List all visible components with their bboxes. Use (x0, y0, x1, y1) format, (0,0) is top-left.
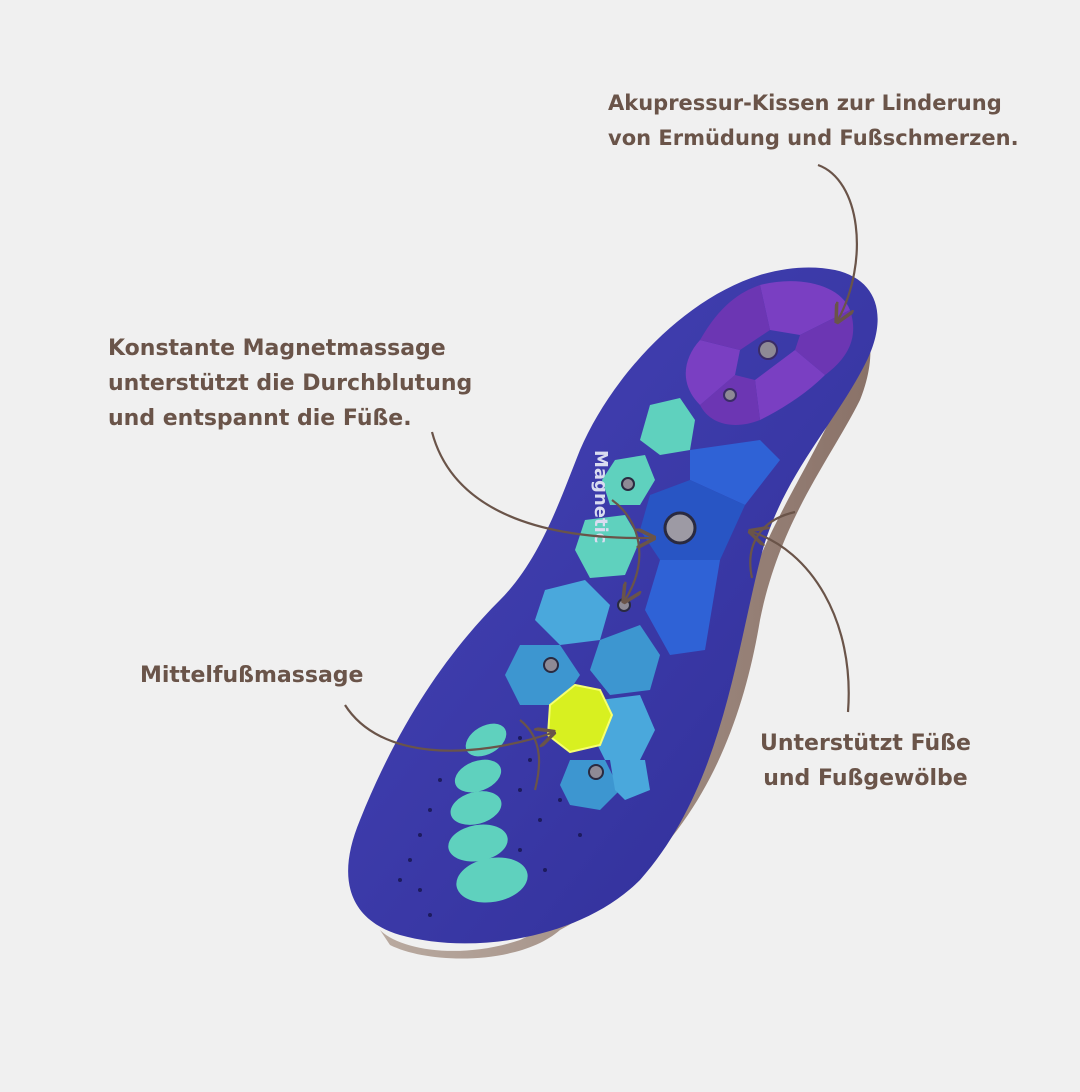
callout-midfoot-line1: Mittelfußmassage (140, 663, 364, 688)
arrow-arch-2 (749, 510, 796, 579)
toe-teal-pads (448, 723, 528, 903)
arrow-magnet-2 (611, 499, 639, 600)
callout-acupressure-line2: von Ermüdung und Fußschmerzen. (608, 126, 1019, 150)
side-teal-pads (575, 398, 695, 578)
callout-acupressure-line1: Akupressur-Kissen zur Linderung (608, 91, 1002, 115)
callout-arch-support: Unterstützt Füße und Fußgewölbe (760, 726, 971, 796)
callout-arch-line1: Unterstützt Füße (760, 731, 971, 756)
callout-midfoot-massage: Mittelfußmassage (140, 658, 363, 693)
callout-acupressure: Akupressur-Kissen zur Linderung von Ermü… (608, 86, 1019, 156)
insole-brand-text: Magnetic (590, 450, 611, 543)
arrow-acupressure (817, 163, 858, 320)
arrow-arch-1 (752, 532, 850, 713)
heel-acupressure-pads (685, 281, 854, 425)
callout-magnet-massage: Konstante Magnetmassage unterstützt die … (108, 331, 472, 436)
arrow-midfoot-2 (519, 719, 541, 791)
ventilation-holes (398, 736, 582, 917)
arch-magnet-pads (640, 440, 780, 655)
callout-magnet-line1: Konstante Magnetmassage (108, 336, 446, 361)
arrow-midfoot (344, 704, 552, 752)
callout-magnet-line3: und entspannt die Füße. (108, 406, 412, 431)
arrow-magnet-1 (430, 431, 652, 538)
callout-magnet-line2: unterstützt die Durchblutung (108, 371, 473, 396)
callout-arch-line2: und Fußgewölbe (763, 766, 968, 791)
